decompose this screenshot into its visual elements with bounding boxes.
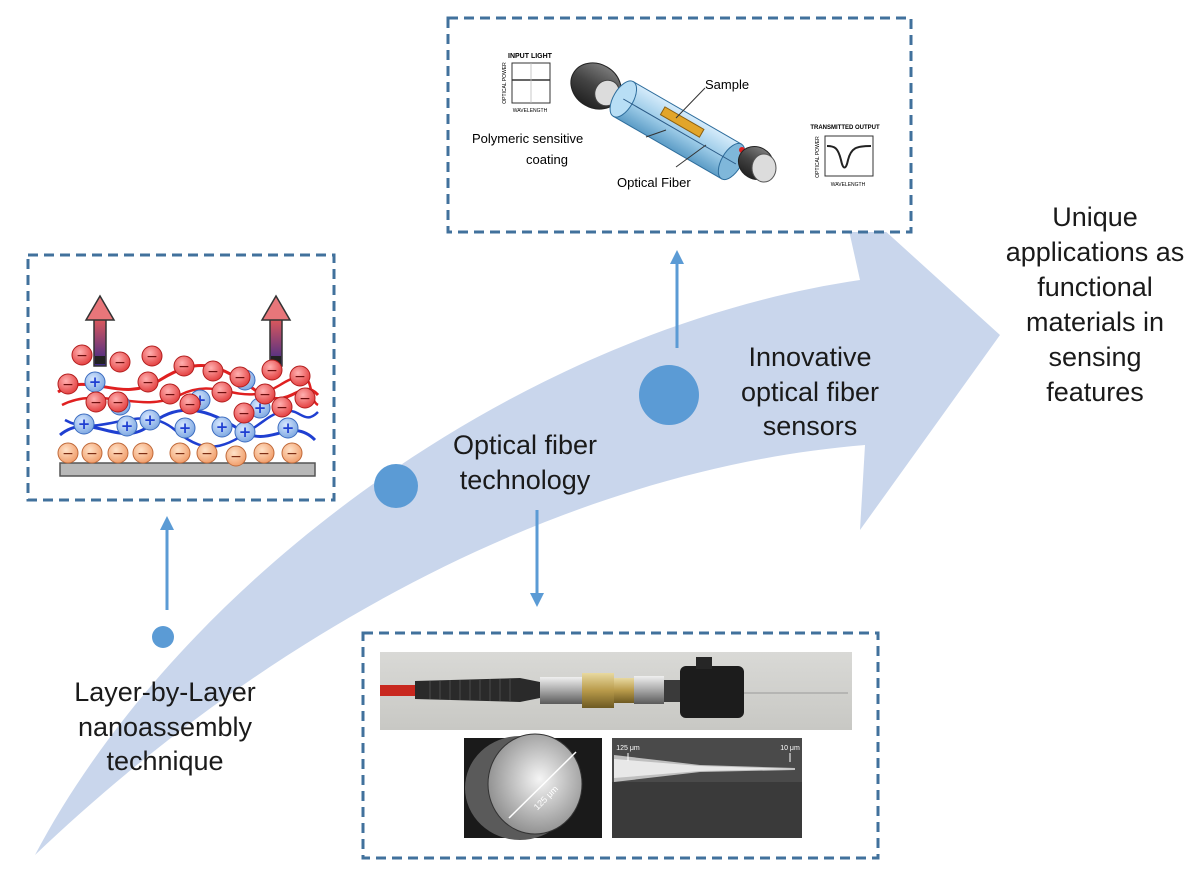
lbl-illustration: − − − − − − − − −	[57, 294, 320, 477]
connector-lbl	[160, 516, 174, 610]
svg-text:WAVELENGTH: WAVELENGTH	[513, 108, 548, 114]
svg-text:−: −	[62, 377, 74, 393]
connector-oft	[530, 510, 544, 607]
svg-text:−: −	[112, 395, 124, 411]
svg-text:WAVELENGTH: WAVELENGTH	[831, 182, 866, 188]
polyanion-layer: − − − − − − − − − − − − − − − − − − −	[57, 344, 316, 424]
svg-text:−: −	[201, 446, 213, 462]
svg-text:−: −	[86, 446, 98, 462]
svg-text:INPUT LIGHT: INPUT LIGHT	[508, 53, 553, 60]
svg-text:−: −	[234, 370, 246, 386]
svg-text:Sample: Sample	[705, 77, 749, 92]
svg-text:125 μm: 125 μm	[616, 745, 640, 752]
svg-text:10 μm: 10 μm	[780, 745, 800, 752]
svg-text:−: −	[216, 385, 228, 401]
step-label-lbl: Layer-by-Layer nanoassembly technique	[74, 677, 256, 777]
svg-text:+: +	[144, 411, 157, 429]
substrate	[59, 462, 316, 477]
svg-text:−: −	[276, 400, 288, 416]
svg-text:−: −	[259, 387, 271, 403]
svg-text:+: +	[78, 415, 91, 433]
up-arrow-icon	[260, 294, 292, 367]
svg-text:−: −	[164, 387, 176, 403]
svg-text:Optical Fiber: Optical Fiber	[617, 175, 691, 190]
substrate-negative-charges: − − − − − − − − −	[57, 442, 303, 467]
svg-text:−: −	[207, 364, 219, 380]
sensor-schematic: INPUT LIGHT WAVELENGTH OPTICAL POWER	[472, 53, 880, 190]
connector-inn	[670, 250, 684, 348]
input-light-plot: INPUT LIGHT WAVELENGTH OPTICAL POWER	[502, 53, 553, 114]
svg-text:−: −	[142, 375, 154, 391]
svg-text:−: −	[266, 363, 278, 379]
fiber-cross-section-sem: 125 μm	[464, 733, 602, 840]
svg-text:Polymeric sensitive: Polymeric sensitive	[472, 131, 583, 146]
svg-text:+: +	[179, 419, 192, 437]
svg-text:−: −	[286, 446, 298, 462]
svg-text:−: −	[62, 446, 74, 462]
svg-text:−: −	[146, 349, 158, 365]
svg-text:+: +	[239, 423, 252, 441]
svg-text:+: +	[216, 418, 229, 436]
svg-text:−: −	[230, 449, 242, 465]
step-label-innovative-sensors: Innovative optical fiber sensors	[740, 342, 880, 442]
svg-text:+: +	[121, 417, 134, 435]
transmitted-output-plot: TRANSMITTED OUTPUT WAVELENGTH OPTICAL PO…	[810, 125, 880, 188]
polycation-layer: + + + + + + + + + + + +	[73, 369, 299, 443]
tapered-fiber-micrograph: 125 μm 10 μm	[612, 738, 802, 838]
svg-text:coating: coating	[526, 152, 568, 167]
svg-text:−: −	[90, 395, 102, 411]
right-connector-icon	[737, 145, 777, 183]
svg-text:+: +	[282, 419, 295, 437]
svg-text:−: −	[112, 446, 124, 462]
step-dot-inn	[639, 365, 699, 425]
svg-text:−: −	[137, 446, 149, 462]
step-label-optical-fiber-technology: Optical fiber technology	[452, 430, 598, 495]
svg-text:−: −	[114, 355, 126, 371]
svg-text:−: −	[184, 397, 196, 413]
progress-arrow	[35, 190, 1000, 855]
svg-text:−: −	[294, 369, 306, 385]
step-dot-lbl	[152, 626, 174, 648]
svg-text:OPTICAL POWER: OPTICAL POWER	[502, 62, 508, 104]
svg-text:−: −	[238, 406, 250, 422]
svg-text:−: −	[299, 391, 311, 407]
up-arrow-icon	[84, 294, 116, 367]
svg-text:TRANSMITTED OUTPUT: TRANSMITTED OUTPUT	[810, 125, 880, 131]
svg-text:−: −	[178, 359, 190, 375]
svg-text:+: +	[89, 373, 102, 391]
fiber-connector-photo	[380, 652, 852, 730]
svg-text:−: −	[174, 446, 186, 462]
step-dot-oft	[374, 464, 418, 508]
svg-text:OPTICAL POWER: OPTICAL POWER	[815, 136, 821, 178]
fiber-cylinder-icon	[609, 80, 746, 181]
step-label-unique-applications: Unique applications as functional materi…	[1005, 202, 1185, 408]
svg-text:−: −	[76, 348, 88, 364]
svg-text:−: −	[258, 446, 270, 462]
